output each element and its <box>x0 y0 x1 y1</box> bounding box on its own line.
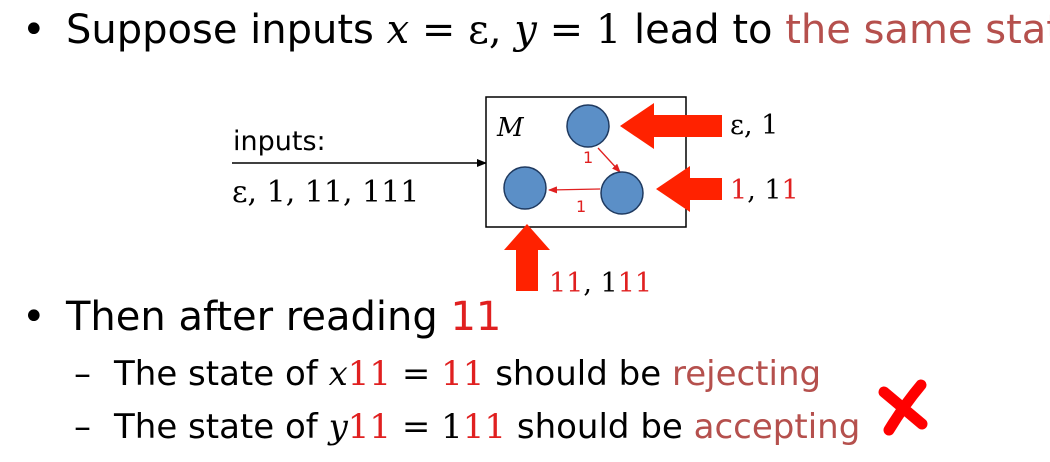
red-arrow-right <box>656 166 722 212</box>
arrow-label-right-black: 1 <box>764 175 782 206</box>
arrow-label-bottom: 11, 111 <box>549 270 652 297</box>
bullet-line-suppose: • Suppose inputs x = ε, y = 1 lead to the… <box>22 10 1050 50</box>
state-left <box>503 166 547 210</box>
bullet-dot-icon: • <box>22 294 46 340</box>
machine-label: M <box>497 113 524 143</box>
bullet1-eq2: = 1 <box>536 7 622 53</box>
bullet-line-then: • Then after reading 11 <box>22 297 501 337</box>
transition-edge-1 <box>597 147 621 173</box>
arrow-label-right-red-1: 1 <box>730 175 748 206</box>
arrow-label-bottom-red-2: 11 <box>617 268 653 299</box>
sub2-eq: = <box>391 407 442 447</box>
red-arrow-top <box>620 103 722 149</box>
sub1-value: 11 <box>441 354 485 394</box>
sub1-highlight: rejecting <box>671 354 822 394</box>
edge-label-2: 1 <box>576 197 587 216</box>
sub1-var-suffix: 11 <box>347 354 392 394</box>
arrow-label-right-comma: , <box>747 175 765 206</box>
sub2-mid: should be <box>506 407 694 447</box>
arrow-label-right-red-2: 1 <box>781 175 799 206</box>
subbullet-line-x: –The state of x11 = 11 should be rejecti… <box>74 357 821 391</box>
var-x: x <box>386 7 410 53</box>
dash-icon: – <box>74 354 91 394</box>
sub1-prefix: The state of <box>114 354 329 394</box>
sub2-var: y <box>328 407 348 447</box>
bullet1-prefix: Suppose inputs <box>66 7 387 53</box>
sub1-mid: should be <box>484 354 672 394</box>
bullet1-highlight: the same state <box>785 7 1050 53</box>
bullet2-value: 11 <box>450 294 502 340</box>
state-right <box>600 171 644 215</box>
transition-edge-2 <box>548 186 601 194</box>
subbullet-line-y: –The state of y11 = 111 should be accept… <box>74 410 860 444</box>
bullet2-prefix: Then after reading <box>66 294 451 340</box>
inputs-list: ε, 1, 11, 111 <box>232 175 420 210</box>
sub2-value-black: 1 <box>441 407 463 447</box>
arrow-label-top: ε, 1 <box>730 110 779 141</box>
arrow-label-bottom-red: 11 <box>549 268 584 299</box>
red-arrow-bottom <box>504 224 550 291</box>
sub2-var-suffix: 11 <box>347 407 392 447</box>
var-y: y <box>514 7 537 53</box>
arrow-label-bottom-comma: , 1 <box>583 268 618 299</box>
dash-icon: – <box>74 407 91 447</box>
sub2-prefix: The state of <box>114 407 329 447</box>
sub1-eq: = <box>391 354 442 394</box>
state-top <box>566 104 610 148</box>
sub2-value-red: 11 <box>462 407 507 447</box>
cross-mark-icon <box>878 379 928 436</box>
edge-label-1: 1 <box>583 148 594 167</box>
inputs-label: inputs: <box>233 126 326 157</box>
sub2-highlight: accepting <box>693 407 861 447</box>
bullet-dot-icon: • <box>22 7 46 53</box>
bullet1-eq1: = ε, <box>409 7 515 53</box>
bullet1-mid: lead to <box>621 7 786 53</box>
sub1-var: x <box>328 354 348 394</box>
arrow-label-right: 1, 11 <box>730 177 799 204</box>
